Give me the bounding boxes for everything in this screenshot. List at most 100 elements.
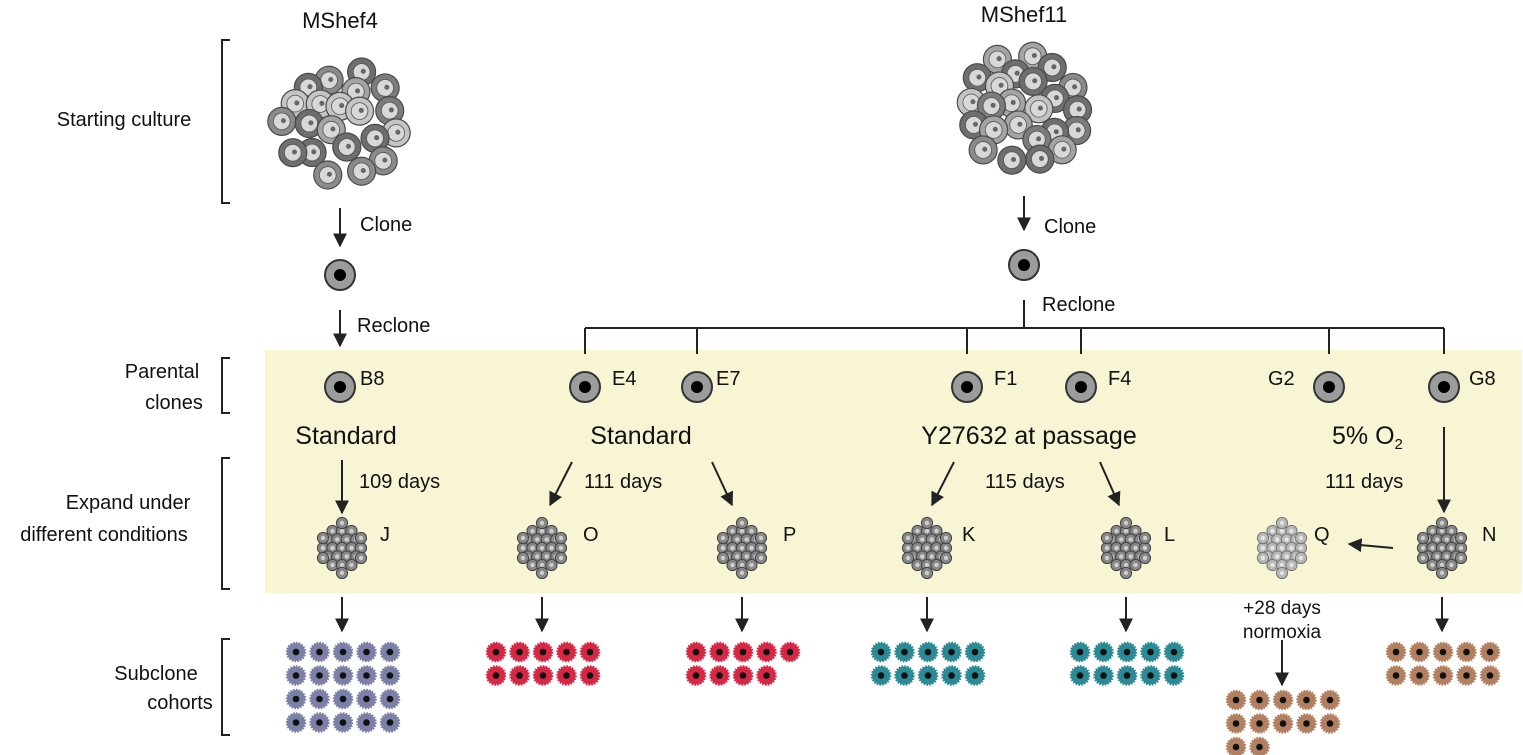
culture-cell — [1025, 144, 1055, 174]
subclone-cell — [1385, 665, 1407, 686]
subclone-cell — [509, 665, 530, 686]
population-cluster-j — [316, 516, 368, 580]
subclone-cell — [309, 641, 330, 663]
condition-standard-mshef4: Standard — [295, 422, 396, 450]
parental-clone-f4 — [1065, 371, 1097, 403]
clone-label-e4: E4 — [612, 368, 636, 390]
subclone-cell — [1479, 665, 1501, 686]
bracket-starting — [221, 39, 230, 204]
subclone-cell — [894, 665, 915, 686]
condition-y27632: Y27632 at passage — [921, 422, 1136, 450]
starting-culture-cluster-mshef11 — [956, 41, 1093, 175]
subclone-cell — [1163, 641, 1185, 663]
subclone-cell — [1319, 689, 1341, 711]
subclone-cell — [917, 641, 939, 663]
subclone-cell — [285, 688, 307, 710]
condition-oxygen: 5% O2 — [1332, 422, 1403, 453]
subclone-cell — [1116, 665, 1138, 686]
stage-label-parental: Parental clones — [125, 357, 230, 414]
stage-label-parental-line2: clones — [145, 392, 203, 414]
subclone-cell — [379, 712, 401, 733]
bracket-subclone — [221, 638, 230, 736]
culture-cell — [313, 160, 343, 190]
subclone-cell — [1296, 689, 1317, 711]
subclone-cell — [709, 641, 730, 663]
subclone-cell — [579, 665, 601, 686]
subclone-cell — [1225, 689, 1247, 711]
subclone-cell — [509, 641, 530, 663]
subclone-cell — [556, 641, 577, 663]
subclone-cell — [379, 641, 401, 663]
subclone-cell — [1385, 641, 1407, 663]
subclone-cell — [332, 712, 354, 733]
subclone-cell — [685, 665, 707, 686]
subclone-cell — [1093, 641, 1114, 663]
subclone-cell — [1456, 641, 1477, 663]
subclone-cell — [1409, 665, 1430, 686]
population-label-n: N — [1482, 524, 1496, 546]
subclone-cell — [1140, 665, 1161, 686]
clone-label-f1: F1 — [994, 368, 1017, 390]
subclone-cell — [532, 641, 554, 663]
subclone-cell — [379, 665, 401, 686]
subclone-cell — [379, 688, 401, 710]
population-cluster-l — [1100, 516, 1152, 580]
subclone-cohorts — [285, 641, 1501, 755]
stage-label-subclone-line1: Subclone — [114, 663, 197, 685]
stage-label-subclone-line2: cohorts — [147, 692, 213, 714]
arrow-f4-to-l — [1099, 461, 1121, 507]
culture-cell — [1062, 95, 1093, 125]
cohort-l — [1069, 641, 1185, 686]
population-labels: J O P K L Q N — [380, 524, 1496, 546]
subclone-cell — [1069, 665, 1091, 686]
duration-j: 109 days — [359, 471, 440, 493]
culture-cell — [344, 96, 375, 126]
culture-cell — [368, 146, 398, 176]
subclone-cell — [356, 712, 377, 733]
population-cluster-n — [1416, 516, 1468, 580]
cohort-o — [485, 641, 601, 686]
subclone-cell — [964, 665, 986, 686]
single-cell-clones — [324, 249, 1040, 291]
stage-label-expand-line1: Expand under — [66, 492, 191, 514]
normoxia-line1: +28 days — [1243, 598, 1321, 619]
subclone-cell — [485, 641, 507, 663]
population-label-o: O — [583, 524, 599, 546]
label-reclone-left: Reclone — [357, 315, 430, 337]
clone-label-g8: G8 — [1469, 368, 1496, 390]
subclone-cell — [917, 665, 939, 686]
subclone-cell — [1249, 689, 1270, 711]
stage-label-expand: Expand under different conditions — [20, 457, 230, 590]
subclone-cell — [1163, 665, 1185, 686]
arrow-e4-to-o — [549, 461, 573, 507]
subclone-cell — [941, 641, 962, 663]
subclone-cell — [870, 641, 892, 663]
condition-standard-e4-e7: Standard — [590, 422, 691, 450]
condition-oxygen-main: 5% O — [1332, 422, 1395, 450]
parental-clone-e7 — [681, 371, 713, 403]
arrow-e7-to-p — [711, 461, 734, 507]
culture-cell — [347, 156, 377, 186]
subclone-cell — [709, 665, 730, 686]
subclone-cell — [1249, 736, 1270, 755]
cohort-q — [1225, 689, 1341, 755]
subclone-cell — [1456, 665, 1477, 686]
subclone-cell — [941, 665, 962, 686]
condition-oxygen-subscript: 2 — [1395, 436, 1403, 453]
subclone-cell — [309, 665, 330, 686]
subclone-cell — [1225, 736, 1247, 755]
subclone-cell — [309, 712, 330, 733]
subclone-cell — [485, 665, 507, 686]
subclone-cell — [579, 641, 601, 663]
culture-cell — [278, 138, 308, 168]
clone-label-f4: F4 — [1108, 368, 1131, 390]
parental-clone-labels: B8 E4 E7 F1 F4 G2 G8 — [360, 368, 1496, 390]
subclone-cell — [1432, 641, 1454, 663]
subclone-cell — [285, 712, 307, 733]
bracket-parental — [221, 357, 230, 414]
subclone-cell — [779, 641, 801, 663]
parental-clone-g2 — [1313, 371, 1345, 403]
subclone-cell — [756, 665, 777, 686]
population-cluster-p — [716, 516, 768, 580]
normoxia-line2: normoxia — [1243, 622, 1322, 643]
